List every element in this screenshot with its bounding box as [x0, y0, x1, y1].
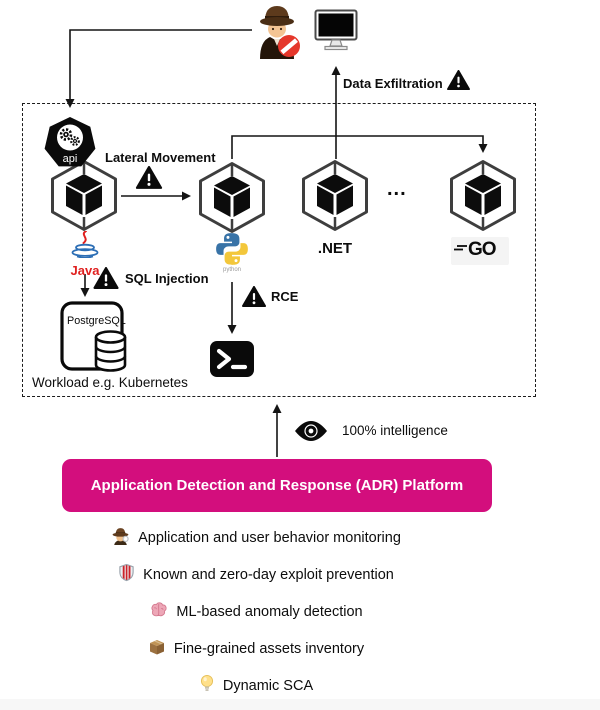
warning-icon — [135, 166, 163, 195]
shield-icon — [118, 563, 135, 587]
adr-platform-title: Application Detection and Response (ADR)… — [90, 477, 464, 494]
warning-icon — [93, 267, 119, 295]
feature-text: Dynamic SCA — [222, 678, 314, 694]
container-cube-icon-dotnet — [300, 159, 370, 232]
feature-text: ML-based anomaly detection — [176, 604, 363, 620]
postgresql-label: PostgreSQL — [67, 315, 126, 327]
database-icon: PostgreSQL — [59, 300, 135, 383]
python-label: python — [222, 267, 241, 273]
brain-icon — [149, 601, 168, 623]
spy-icon — [252, 2, 302, 64]
feature-text: Application and user behavior monitoring — [138, 530, 401, 546]
container-cube-icon-java — [49, 159, 119, 232]
warning-icon — [447, 70, 470, 96]
go-logo-icon: GO — [451, 237, 509, 265]
container-cube-icon-go — [448, 159, 518, 232]
feature-text: Known and zero-day exploit prevention — [143, 567, 394, 583]
list-item: Dynamic SCA — [0, 674, 512, 698]
detective-icon — [111, 526, 130, 550]
terminal-icon — [209, 340, 255, 383]
list-item: ML-based anomaly detection — [0, 601, 512, 623]
package-icon — [148, 638, 166, 661]
list-item: Fine-grained assets inventory — [0, 638, 512, 660]
workload-caption: Workload e.g. Kubernetes — [32, 375, 188, 390]
data-exfiltration-label: Data Exfiltration — [343, 76, 443, 91]
dotnet-label: .NET — [317, 240, 353, 257]
workload-boundary-box — [22, 103, 536, 397]
intelligence-caption: 100% intelligence — [342, 423, 448, 438]
api-label: api — [63, 153, 78, 165]
container-cube-icon-python — [197, 161, 267, 234]
java-label: Java — [70, 263, 100, 278]
bulb-icon — [199, 674, 215, 698]
feature-text: Fine-grained assets inventory — [173, 641, 365, 657]
java-logo-icon: Java — [70, 230, 100, 278]
more-workloads-ellipsis: ... — [387, 178, 407, 200]
rce-label: RCE — [271, 289, 299, 304]
go-label: GO — [468, 239, 496, 259]
list-item: Application and user behavior monitoring — [0, 527, 512, 549]
sql-injection-label: SQL Injection — [125, 271, 209, 286]
window-bottom-strip — [0, 699, 600, 710]
feature-list: Application and user behavior monitoring… — [0, 527, 512, 697]
monitor-icon — [314, 9, 358, 57]
lateral-movement-label: Lateral Movement — [105, 150, 216, 165]
python-logo-icon: python — [214, 231, 250, 274]
warning-icon — [242, 286, 266, 313]
list-item: Known and zero-day exploit prevention — [0, 563, 512, 587]
kubernetes-api-icon: api — [42, 116, 98, 175]
adr-platform-banner: Application Detection and Response (ADR)… — [62, 459, 492, 512]
eye-icon — [294, 420, 328, 447]
